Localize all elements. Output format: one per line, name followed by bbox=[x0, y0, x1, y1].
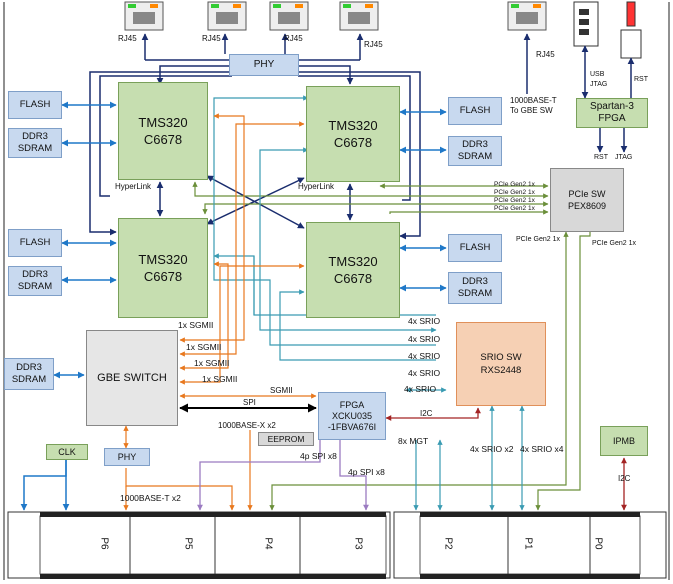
rj45-label: RJ45 bbox=[284, 34, 303, 43]
connector-p1-label: P1 bbox=[522, 537, 534, 550]
i2c-label: I2C bbox=[618, 474, 631, 483]
connector-p6-label: P6 bbox=[98, 537, 110, 550]
srio-link-label: 4x SRIO bbox=[408, 368, 441, 378]
sgmii-label: 1x SGMII bbox=[178, 320, 214, 330]
rj45-label: RJ45 bbox=[536, 50, 555, 59]
mgt-label: 8x MGT bbox=[398, 436, 429, 446]
connector-p5-label: P5 bbox=[182, 537, 194, 550]
rj45-label: RJ45 bbox=[202, 34, 221, 43]
srio-link-label: 4x SRIO bbox=[408, 334, 441, 344]
gbe-switch-block: GBE SWITCH bbox=[86, 330, 178, 426]
spartan-jtag-label: JTAG bbox=[615, 154, 633, 161]
pcie-link-label: PCIe Gen2 1x bbox=[494, 181, 535, 188]
spartan-rst-label: RST bbox=[594, 154, 608, 161]
rst-label: RST bbox=[634, 76, 648, 83]
connector-p4-label: P4 bbox=[262, 537, 274, 550]
flash-block: FLASH bbox=[448, 97, 502, 125]
sgmii-label: 1x SGMII bbox=[194, 358, 230, 368]
hyperlink-label: HyperLink bbox=[298, 182, 335, 191]
ipmb-block: IPMB bbox=[600, 426, 648, 456]
srio-x2-label: 4x SRIO x2 bbox=[470, 444, 514, 454]
pcie-link-label: PCIe Gen2 1x bbox=[494, 197, 535, 204]
backplane-connectors bbox=[7, 511, 667, 579]
sgmii-label: 1x SGMII bbox=[186, 342, 222, 352]
connector-p2-label: P2 bbox=[442, 537, 454, 550]
phy-block: PHY bbox=[229, 54, 299, 76]
base-x-label: 1000BASE-X x2 bbox=[218, 421, 276, 430]
flash-block: FLASH bbox=[8, 91, 62, 119]
hyperlink-label: HyperLink bbox=[115, 182, 152, 191]
srio-x4-label: 4x SRIO x4 bbox=[520, 444, 564, 454]
i2c-label: I2C bbox=[420, 409, 433, 418]
spi-x8-label: 4p SPI x8 bbox=[300, 451, 337, 461]
srio-link-label: 4x SRIO bbox=[404, 384, 437, 394]
srio-link-label: 4x SRIO bbox=[408, 316, 441, 326]
phy-block: PHY bbox=[104, 448, 150, 466]
rj45-label: RJ45 bbox=[364, 40, 383, 49]
rj45-label: RJ45 bbox=[118, 34, 137, 43]
base-t-x2-label: 1000BASE-T x2 bbox=[120, 493, 181, 503]
sgmii-label: SGMII bbox=[270, 386, 293, 395]
eeprom-block: EEPROM bbox=[258, 432, 314, 446]
pcie-link-label: PCIe Gen2 1x bbox=[494, 189, 535, 196]
sgmii-label: 1x SGMII bbox=[202, 374, 238, 384]
clk-block: CLK bbox=[46, 444, 88, 460]
srio-link-label: 4x SRIO bbox=[408, 351, 441, 361]
connector-p3-label: P3 bbox=[352, 537, 364, 550]
connector-p0-label: P0 bbox=[592, 537, 604, 550]
pcie-link-label: PCIe Gen2 1x bbox=[516, 236, 560, 243]
pcie-link-label: PCIe Gen2 1x bbox=[494, 205, 535, 212]
spi-label: SPI bbox=[243, 398, 256, 407]
flash-block: FLASH bbox=[8, 229, 62, 257]
spi-x8-label: 4p SPI x8 bbox=[348, 467, 385, 477]
rj45-jacks bbox=[124, 1, 547, 31]
pcie-link-label: PCIe Gen2 1x bbox=[592, 240, 636, 247]
flash-block: FLASH bbox=[448, 234, 502, 262]
